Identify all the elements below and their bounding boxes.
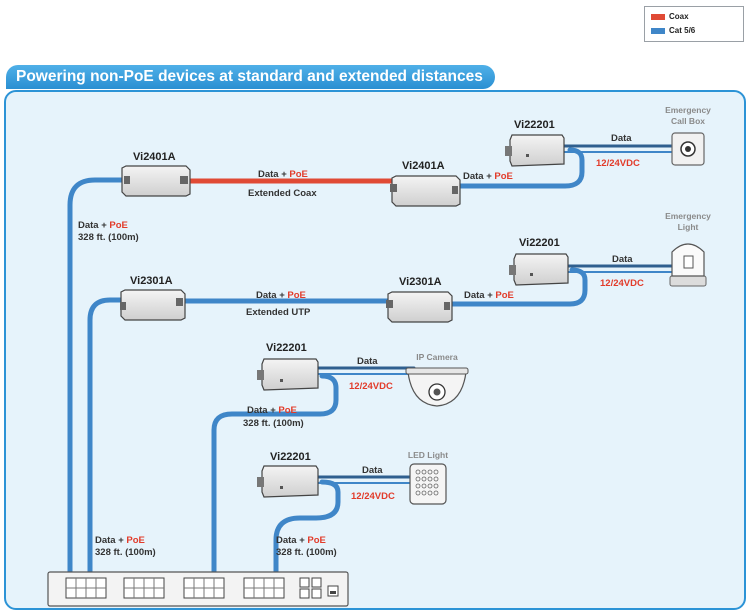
- label-distance-row4: 328 ft. (100m): [276, 547, 337, 558]
- injector-icon: [387, 291, 453, 323]
- injector-icon: [513, 253, 569, 286]
- label-data-row1: Data: [611, 133, 632, 144]
- device-label-vi2401a-left: Vi2401A: [133, 151, 176, 163]
- label-data-plus: Data +: [276, 535, 307, 546]
- label-data-poe-switch-left: Data + PoE: [95, 535, 145, 546]
- cable-labels: Data + PoE Extended Coax Data + PoE Data…: [78, 133, 644, 558]
- label-data-row4: Data: [362, 465, 383, 476]
- label-distance-switch-left: 328 ft. (100m): [95, 547, 156, 558]
- label-data-plus: Data +: [78, 220, 109, 231]
- label-data-poe-row4: Data + PoE: [276, 535, 326, 546]
- label-data-plus: Data +: [463, 171, 494, 182]
- injector-icon: [509, 134, 565, 167]
- label-data-poe-coax: Data + PoE: [258, 169, 308, 180]
- vi2301a-left: Vi2301A: [120, 275, 186, 321]
- vi22201-camera: Vi22201: [257, 342, 319, 391]
- label-data-poe-row2-right: Data + PoE: [464, 290, 514, 301]
- injector-icon: [121, 165, 191, 197]
- label-poe: PoE: [278, 405, 296, 416]
- dome-camera-icon: IP Camera: [405, 352, 469, 407]
- label-data-row2: Data: [612, 254, 633, 265]
- page-title: Powering non-PoE devices at standard and…: [6, 65, 495, 89]
- label-poe: PoE: [289, 169, 307, 180]
- cat-swatch: [651, 27, 665, 34]
- label-vdc-row2: 12/24VDC: [600, 278, 644, 289]
- device-label-vi2401a-right: Vi2401A: [402, 160, 445, 172]
- label-data-poe-row3: Data + PoE: [247, 405, 297, 416]
- label-data-poe-utp: Data + PoE: [256, 290, 306, 301]
- label-poe: PoE: [307, 535, 325, 546]
- label-data-plus: Data +: [247, 405, 278, 416]
- label-extended-utp: Extended UTP: [246, 307, 311, 318]
- label-poe: PoE: [494, 171, 512, 182]
- device-label-vi2301a-left: Vi2301A: [130, 275, 173, 287]
- label-poe: PoE: [109, 220, 127, 231]
- legend-coax: Coax: [651, 12, 689, 21]
- cable-row2-left: [87, 297, 128, 581]
- legend-coax-label: Coax: [669, 12, 689, 21]
- coax-swatch: [651, 13, 665, 20]
- legend-cat: Cat 5/6: [651, 26, 695, 35]
- label-vdc-row3: 12/24VDC: [349, 381, 393, 392]
- label-poe: PoE: [126, 535, 144, 546]
- vi2301a-right: Vi2301A: [386, 276, 453, 323]
- label-extended-coax: Extended Coax: [248, 188, 317, 199]
- beacon-light-icon: Emergency Light: [665, 211, 711, 287]
- label-distance-row3: 328 ft. (100m): [243, 418, 304, 429]
- switch-icon: [47, 571, 349, 607]
- device-label-vi22201-led: Vi22201: [270, 451, 311, 463]
- label-data-row3: Data: [357, 356, 378, 367]
- legend: Coax Cat 5/6: [644, 6, 744, 42]
- cable-row3: [211, 373, 339, 581]
- led-panel-icon: LED Light: [408, 450, 448, 505]
- label-data-plus: Data +: [95, 535, 126, 546]
- device-label-vi22201-camera: Vi22201: [266, 342, 307, 354]
- label-led-light: LED Light: [408, 450, 448, 460]
- label-light-line2: Light: [678, 222, 699, 232]
- vi2401a-left: Vi2401A: [121, 151, 191, 197]
- injector-icon: [261, 358, 319, 391]
- label-vdc-row1: 12/24VDC: [596, 158, 640, 169]
- label-vdc-row4: 12/24VDC: [351, 491, 395, 502]
- label-ip-camera: IP Camera: [416, 352, 458, 362]
- device-label-vi22201-callbox: Vi22201: [514, 119, 555, 131]
- legend-cat-label: Cat 5/6: [669, 26, 696, 35]
- label-poe: PoE: [495, 290, 513, 301]
- injector-icon: [261, 465, 319, 498]
- call-box-icon: Emergency Call Box: [665, 105, 711, 166]
- cable-row4: [273, 479, 341, 581]
- vi22201-led: Vi22201: [257, 451, 319, 498]
- label-data-plus: Data +: [464, 290, 495, 301]
- injector-icon: [391, 175, 461, 207]
- label-data-poe-row1-right: Data + PoE: [463, 171, 513, 182]
- label-poe: PoE: [287, 290, 305, 301]
- label-data-poe-row1-left: Data + PoE: [78, 220, 128, 231]
- label-data-plus: Data +: [256, 290, 287, 301]
- vi2401a-right: Vi2401A: [390, 160, 461, 207]
- injector-icon: [120, 289, 186, 321]
- cables: [67, 144, 682, 581]
- device-label-vi22201-light: Vi22201: [519, 237, 560, 249]
- cable-row1-left-cat: [67, 177, 133, 581]
- device-label-vi2301a-right: Vi2301A: [399, 276, 442, 288]
- label-callbox-line2: Call Box: [671, 116, 705, 126]
- vi22201-light: Vi22201: [509, 237, 569, 286]
- label-distance-row1: 328 ft. (100m): [78, 232, 139, 243]
- label-light-line1: Emergency: [665, 211, 711, 221]
- vi22201-callbox: Vi22201: [505, 119, 565, 167]
- label-data-plus: Data +: [258, 169, 289, 180]
- label-callbox-line1: Emergency: [665, 105, 711, 115]
